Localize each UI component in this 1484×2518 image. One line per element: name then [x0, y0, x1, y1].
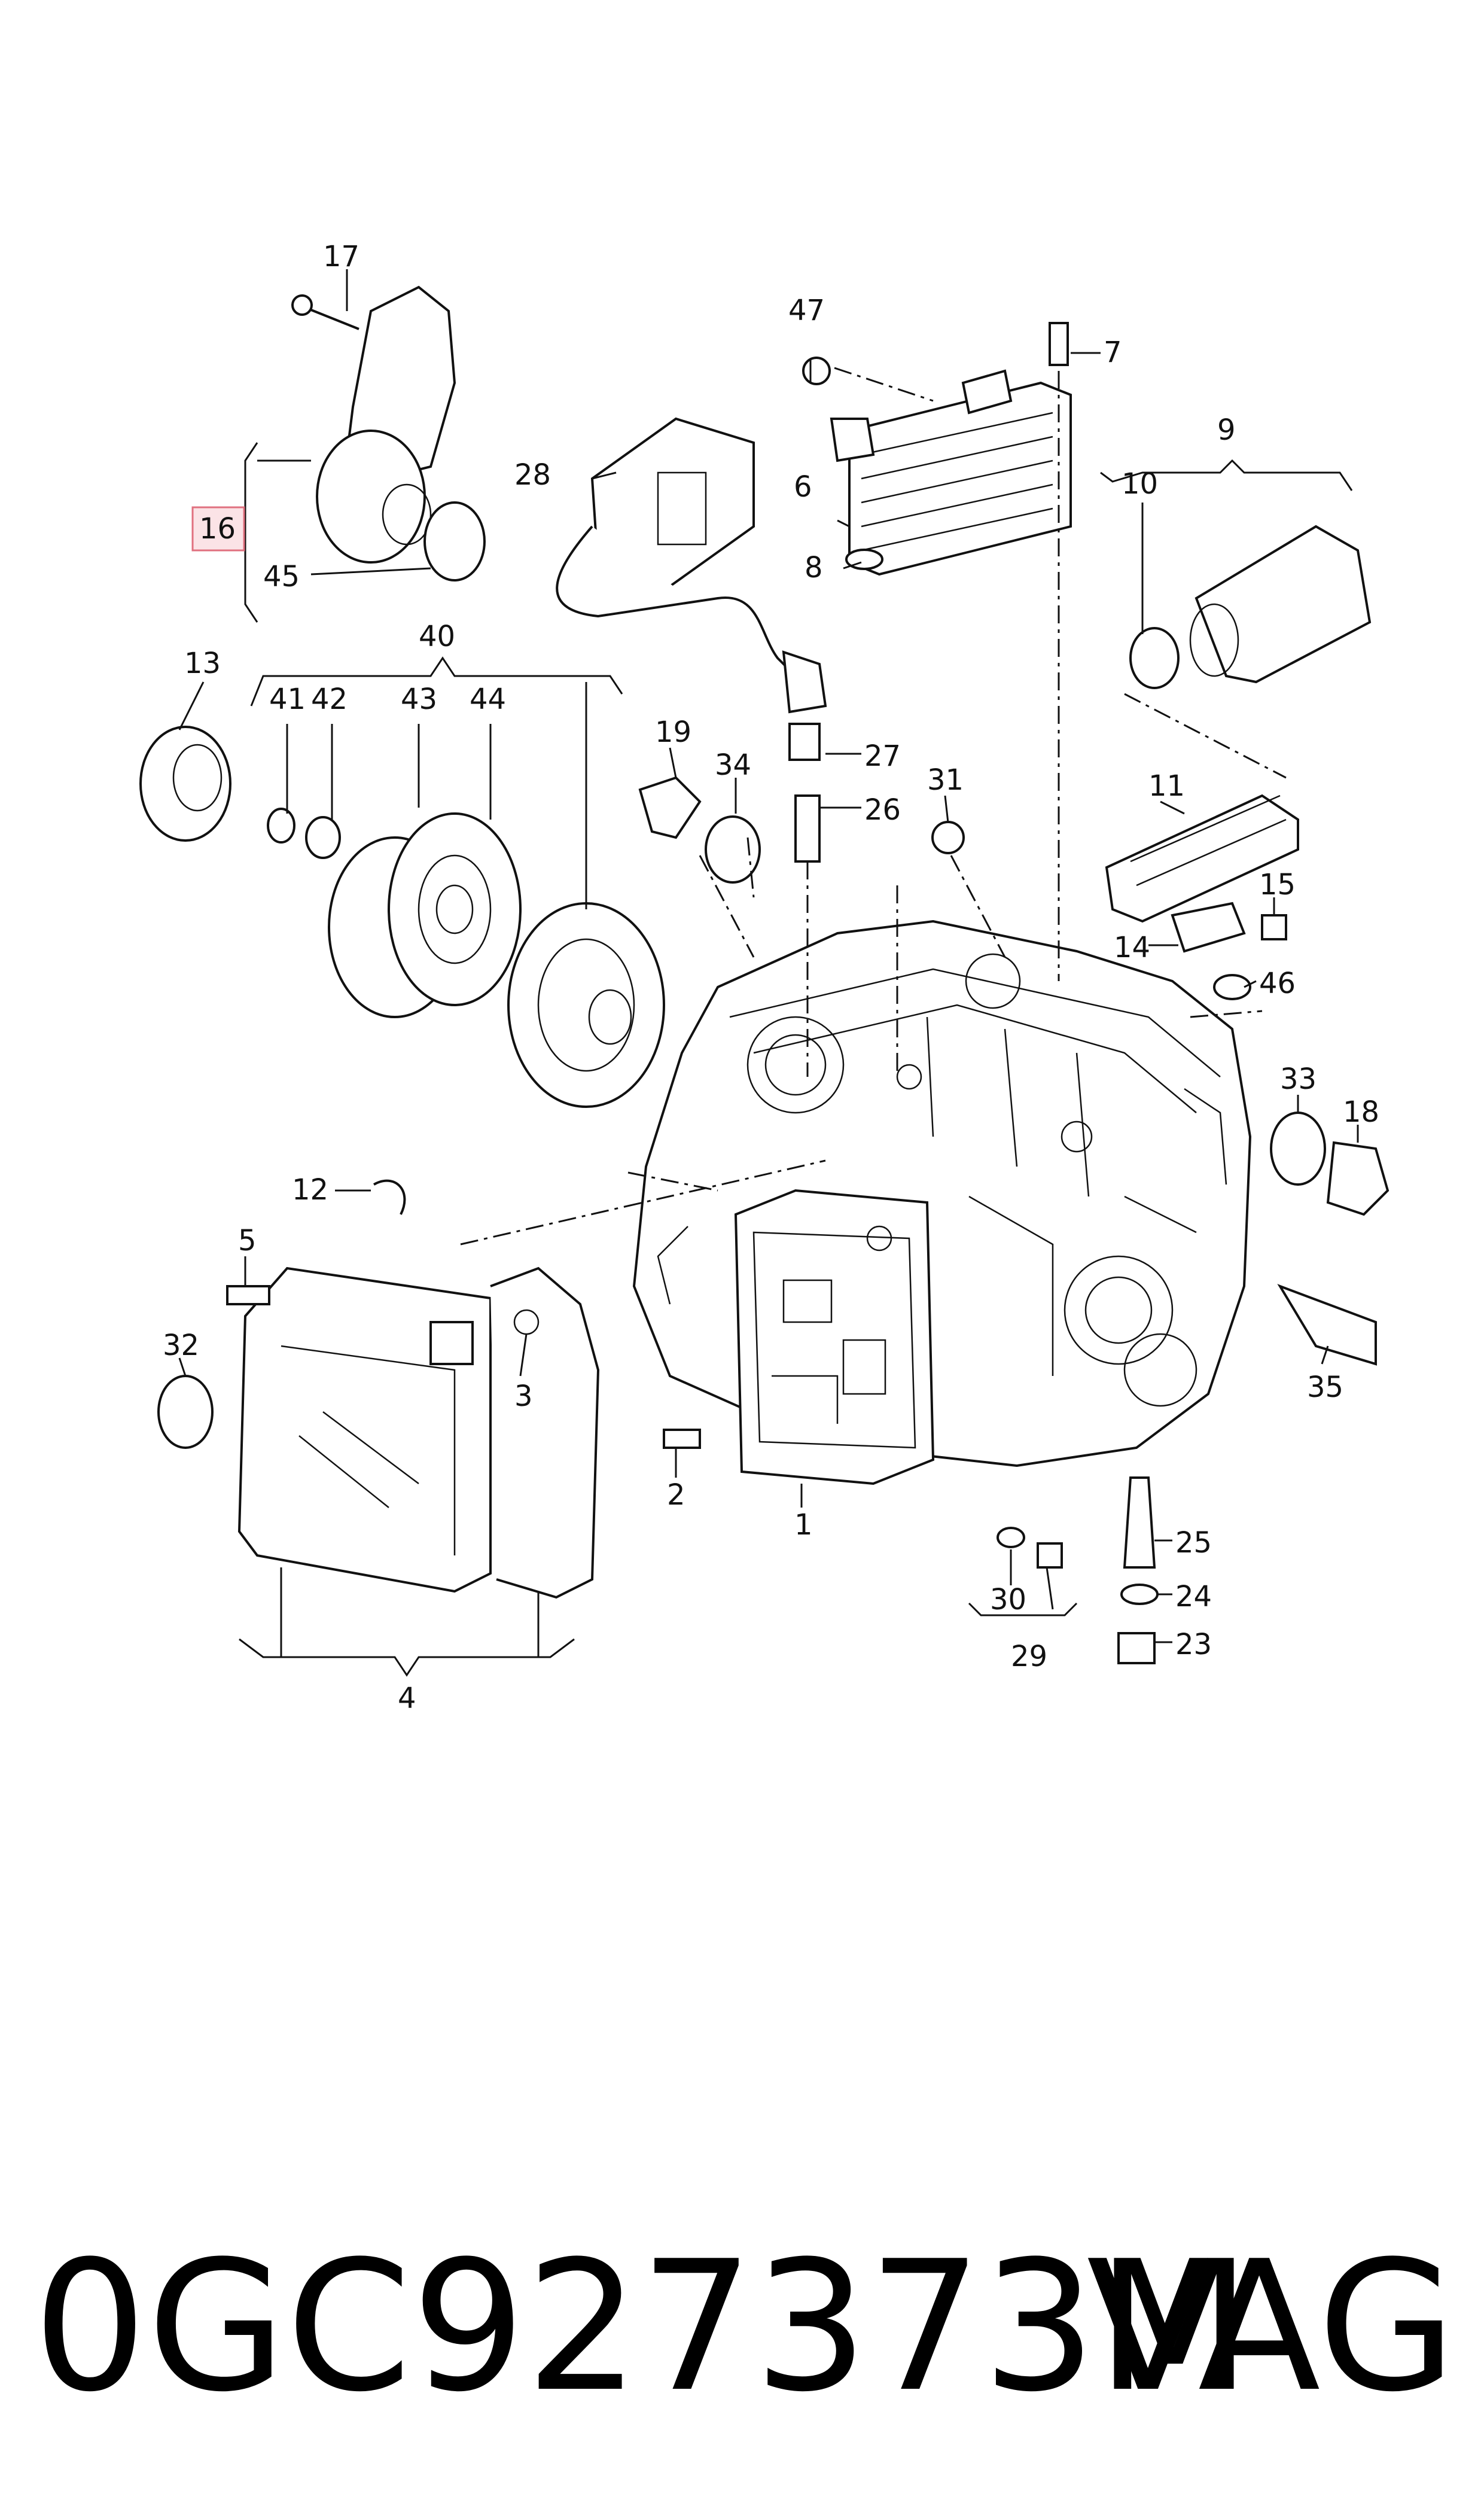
control-unit	[556, 417, 827, 714]
callout-19: 19	[655, 715, 691, 749]
callout-17: 17	[323, 240, 359, 273]
callout-46: 46	[1259, 967, 1296, 1000]
assembly-lines	[460, 367, 1287, 1246]
clutch-assembly	[139, 726, 665, 1108]
callout-6: 6	[794, 470, 812, 504]
footer: 0GC927373M VAG	[33, 2225, 1456, 2429]
callout-28: 28	[514, 458, 551, 492]
callout-5: 5	[238, 1224, 257, 1258]
callout-42: 42	[311, 683, 348, 716]
callout-45: 45	[263, 560, 300, 593]
callout-41: 41	[269, 683, 306, 716]
callout-labels: 1 2 3 4 5 6 7 8 9 10 11 12 13 14 15 16 1…	[163, 240, 1379, 1715]
callout-34: 34	[715, 748, 751, 782]
callout-9: 9	[1217, 413, 1236, 447]
callout-26: 26	[864, 793, 901, 827]
callout-35: 35	[1307, 1371, 1343, 1404]
callout-11: 11	[1148, 769, 1185, 803]
callout-12: 12	[292, 1173, 328, 1207]
callout-13: 13	[184, 647, 221, 680]
callout-29: 29	[1011, 1640, 1047, 1673]
callout-30: 30	[990, 1583, 1026, 1616]
callout-23: 23	[1175, 1628, 1212, 1661]
callout-7: 7	[1104, 336, 1122, 369]
small-parts	[157, 723, 1389, 1664]
brand-name: VAG	[1086, 2222, 1456, 2431]
callout-10: 10	[1122, 467, 1158, 501]
callout-14: 14	[1114, 931, 1150, 964]
filter-housing	[1105, 525, 1372, 1000]
callout-2: 2	[667, 1478, 685, 1512]
callout-47: 47	[788, 294, 825, 327]
transmission-housing	[632, 919, 1252, 1467]
callout-24: 24	[1175, 1580, 1212, 1613]
part-number: 0GC927373M	[33, 2222, 1251, 2431]
callout-1: 1	[794, 1508, 813, 1542]
callout-3: 3	[514, 1380, 533, 1413]
callout-31: 31	[927, 763, 964, 797]
oil-pump	[291, 285, 486, 581]
oil-cooler	[802, 322, 1072, 576]
callout-40: 40	[419, 620, 455, 653]
callout-16: 16	[199, 512, 236, 546]
callout-25: 25	[1175, 1526, 1212, 1560]
callout-33: 33	[1280, 1062, 1317, 1096]
callout-32: 32	[163, 1329, 199, 1362]
callout-27: 27	[864, 739, 901, 773]
callout-8: 8	[805, 551, 823, 584]
highlight-box-16	[191, 506, 245, 552]
callout-15: 15	[1259, 868, 1296, 902]
leader-lines	[178, 269, 1359, 1677]
callout-43: 43	[401, 683, 437, 716]
callout-18: 18	[1343, 1095, 1379, 1129]
callout-4: 4	[398, 1682, 416, 1715]
callout-44: 44	[470, 683, 506, 716]
mechatronic-unit	[734, 1189, 935, 1485]
oil-pan	[237, 1266, 600, 1599]
